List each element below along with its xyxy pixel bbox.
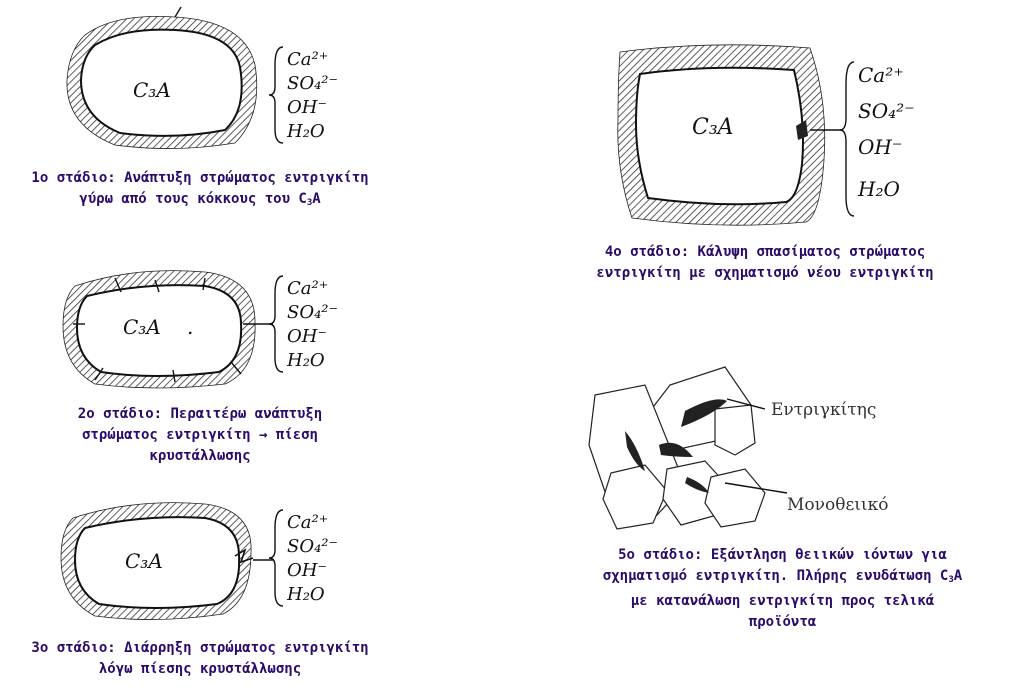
ion-ca: Ca²⁺ <box>287 49 328 70</box>
stage2-caption: 2ο στάδιο: Περαιτέρω ανάπτυξη στρώματος … <box>0 404 400 467</box>
stage4-diagram: C₃A Ca²⁺ SO₄²⁻ OH⁻ H₂O <box>610 40 940 230</box>
label-monosulfate: Μονοθειικό <box>787 495 888 515</box>
grain-label: C₃A <box>125 549 163 573</box>
stage1-caption-line2: γύρω από τους κόκκους του C3A <box>0 189 400 214</box>
ion-ca: Ca²⁺ <box>287 512 328 533</box>
stage2-caption-line1: 2ο στάδιο: Περαιτέρω ανάπτυξη <box>0 404 400 425</box>
ion-ca: Ca²⁺ <box>858 63 904 87</box>
grain-label: C₃A <box>692 115 734 140</box>
stage4-caption: 4ο στάδιο: Κάλυψη σπασίματος στρώματος ε… <box>515 242 1015 284</box>
stage3-caption: 3ο στάδιο: Διάρρηξη στρώματος εντριγκίτη… <box>0 638 400 680</box>
stage4-caption-line2: εντριγκίτη με σχηματισμό νέου εντριγκίτη <box>515 263 1015 284</box>
grain-label: C₃A <box>133 78 171 102</box>
stage1-caption: 1ο στάδιο: Ανάπτυξη στρώματος εντριγκίτη… <box>0 168 400 214</box>
label-ettringite: Εντριγκίτης <box>771 400 876 420</box>
stage4-caption-line1: 4ο στάδιο: Κάλυψη σπασίματος στρώματος <box>515 242 1015 263</box>
ion-ca: Ca²⁺ <box>287 278 328 299</box>
ion-oh: OH⁻ <box>287 326 327 347</box>
stage2-caption-line2: στρώματος εντριγκίτη → πίεση <box>0 425 400 446</box>
stage5-diagram: Εντριγκίτης Μονοθειικό <box>575 365 955 535</box>
stage5-caption-line2: σχηματισμό εντριγκίτη. Πλήρης ενυδάτωση … <box>530 566 1035 591</box>
ion-h2o: H₂O <box>286 584 325 605</box>
ion-brace <box>269 276 283 372</box>
stage3-caption-line1: 3ο στάδιο: Διάρρηξη στρώματος εντριγκίτη <box>0 638 400 659</box>
ion-brace <box>840 62 854 216</box>
stage2-caption-line3: κρυστάλλωσης <box>0 446 400 467</box>
ion-so4: SO₄²⁻ <box>858 99 915 123</box>
stage2-diagram: C₃A . Ca²⁺ SO₄²⁻ OH⁻ H₂O <box>55 262 365 392</box>
svg-text:.: . <box>187 315 193 339</box>
ion-h2o: H₂O <box>857 177 900 201</box>
stage5-caption-line3: με κατανάλωση εντριγκίτη προς τελικά <box>530 591 1035 612</box>
ion-h2o: H₂O <box>286 350 325 371</box>
ion-so4: SO₄²⁻ <box>287 302 338 323</box>
ion-brace <box>269 510 283 606</box>
stage3-caption-line2: λόγω πίεσης κρυστάλλωσης <box>0 659 400 680</box>
ion-oh: OH⁻ <box>287 97 327 118</box>
stage5-caption: 5ο στάδιο: Εξάντληση θειικών ιόντων για … <box>530 545 1035 633</box>
grain-label: C₃A <box>123 315 161 339</box>
monosulfate-crystal <box>705 469 765 527</box>
ion-so4: SO₄²⁻ <box>287 536 338 557</box>
stage1-diagram: C₃A Ca²⁺ SO₄²⁻ OH⁻ H₂O <box>55 5 365 155</box>
ion-oh: OH⁻ <box>287 560 327 581</box>
ion-so4: SO₄²⁻ <box>287 73 338 94</box>
stage5-caption-line1: 5ο στάδιο: Εξάντληση θειικών ιόντων για <box>530 545 1035 566</box>
ion-h2o: H₂O <box>286 121 325 142</box>
stage3-diagram: C₃A Ca²⁺ SO₄²⁻ OH⁻ H₂O <box>55 496 365 626</box>
ion-brace <box>269 47 283 143</box>
stage5-caption-line4: προϊόντα <box>530 612 1035 633</box>
ettringite-crystal <box>715 405 755 455</box>
stage1-caption-line1: 1ο στάδιο: Ανάπτυξη στρώματος εντριγκίτη <box>0 168 400 189</box>
ion-oh: OH⁻ <box>858 135 902 159</box>
